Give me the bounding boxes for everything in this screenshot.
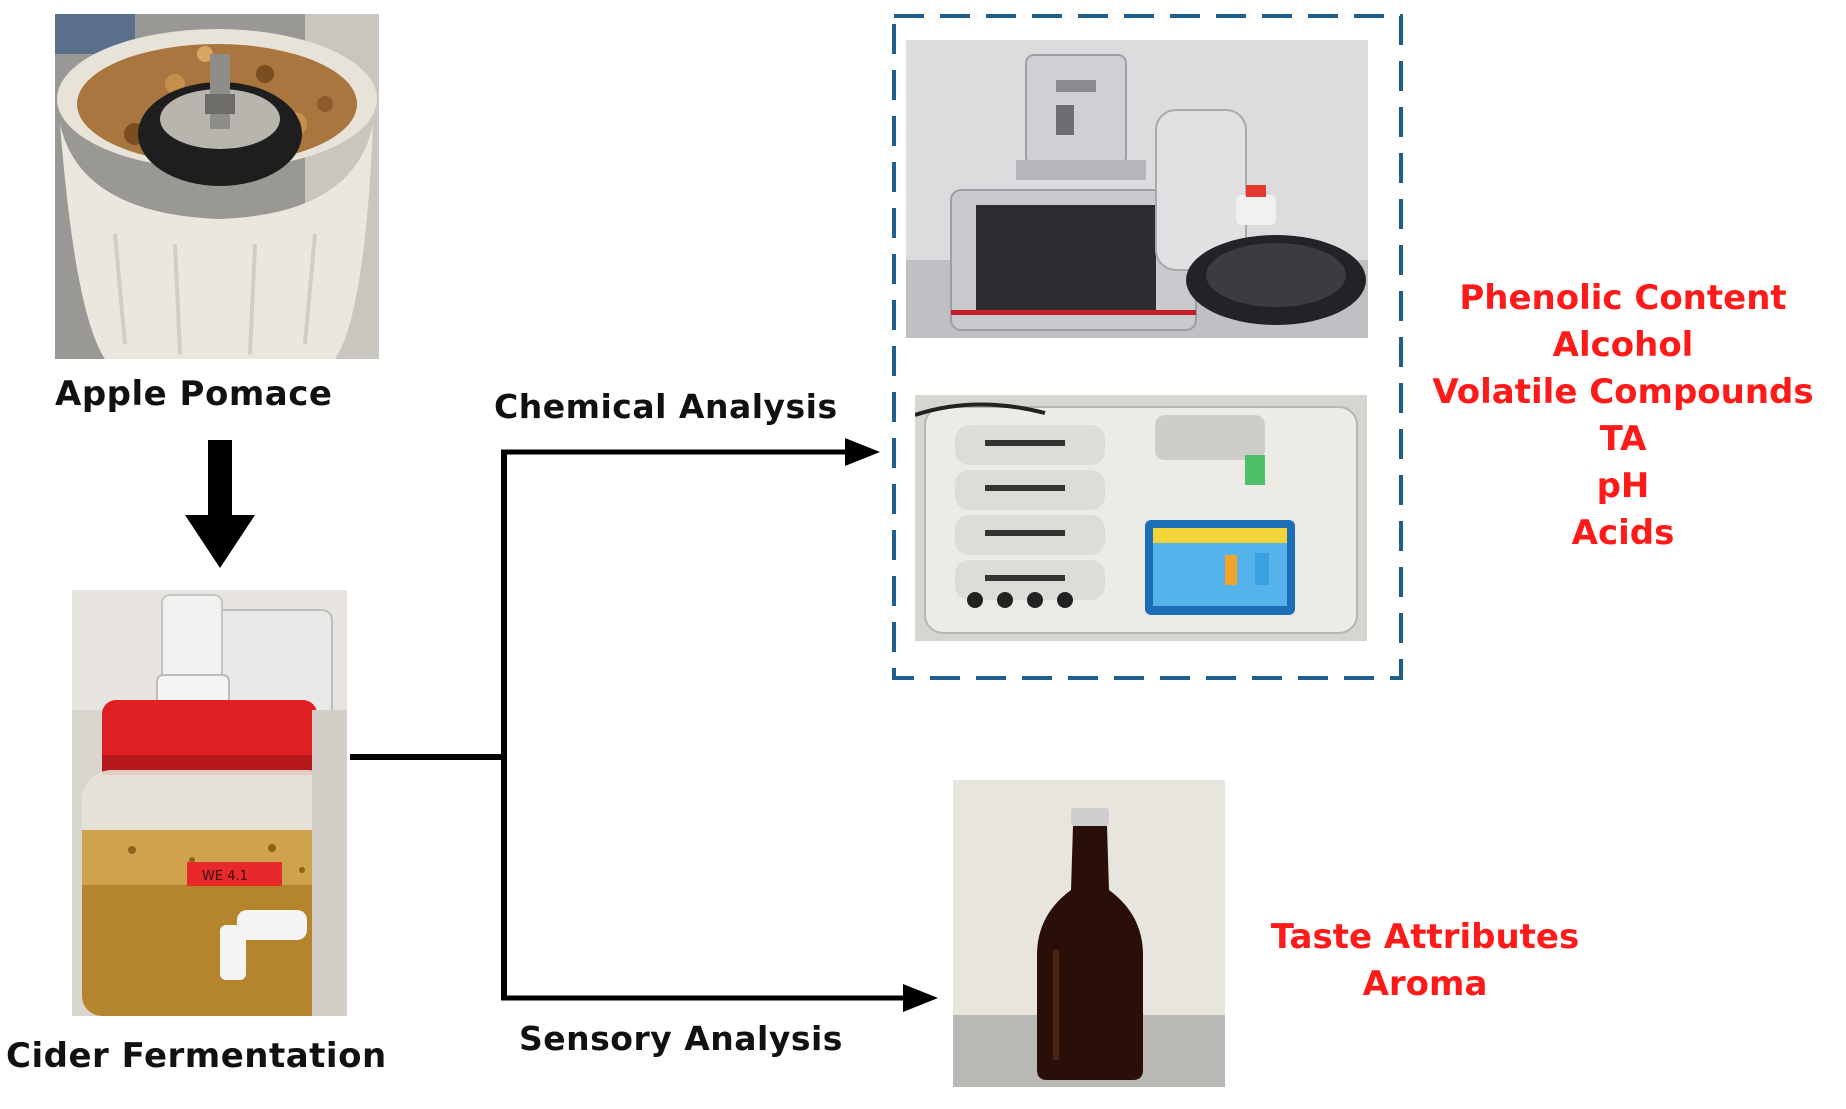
sensory-result-item: Taste Attributes (1270, 917, 1580, 957)
chemical-analysis-label: Chemical Analysis (494, 387, 838, 426)
jar-tag: WE 4.1 (202, 869, 248, 884)
chemical-result-item: TA (1599, 419, 1647, 459)
density-meter-photo (906, 40, 1368, 338)
spectrophotometer-photo (915, 395, 1367, 641)
chemical-result-item: Phenolic Content (1459, 278, 1787, 318)
cider-bottle-photo (953, 780, 1225, 1087)
chemical-arrowhead-icon (845, 438, 880, 466)
chemical-result-item: pH (1596, 466, 1650, 506)
cider-fermentation-photo: WE 4.1 (72, 590, 347, 1016)
cider-fermentation-label: Cider Fermentation (6, 1036, 387, 1076)
chemical-result-item: Alcohol (1552, 325, 1694, 365)
down-arrow-icon (185, 440, 255, 568)
sensory-result-item: Aroma (1362, 964, 1488, 1004)
chemical-result-item: Volatile Compounds (1432, 372, 1814, 412)
chemical-result-item: Acids (1571, 513, 1675, 553)
apple-pomace-label: Apple Pomace (55, 374, 333, 414)
sensory-results-list: Taste Attributes Aroma (1240, 914, 1610, 1008)
sensory-analysis-label: Sensory Analysis (519, 1019, 843, 1058)
instrument-dashed-box (892, 14, 1403, 680)
apple-pomace-photo (55, 14, 379, 359)
sensory-arrowhead-icon (903, 984, 938, 1012)
chemical-results-list: Phenolic Content Alcohol Volatile Compou… (1400, 275, 1846, 557)
